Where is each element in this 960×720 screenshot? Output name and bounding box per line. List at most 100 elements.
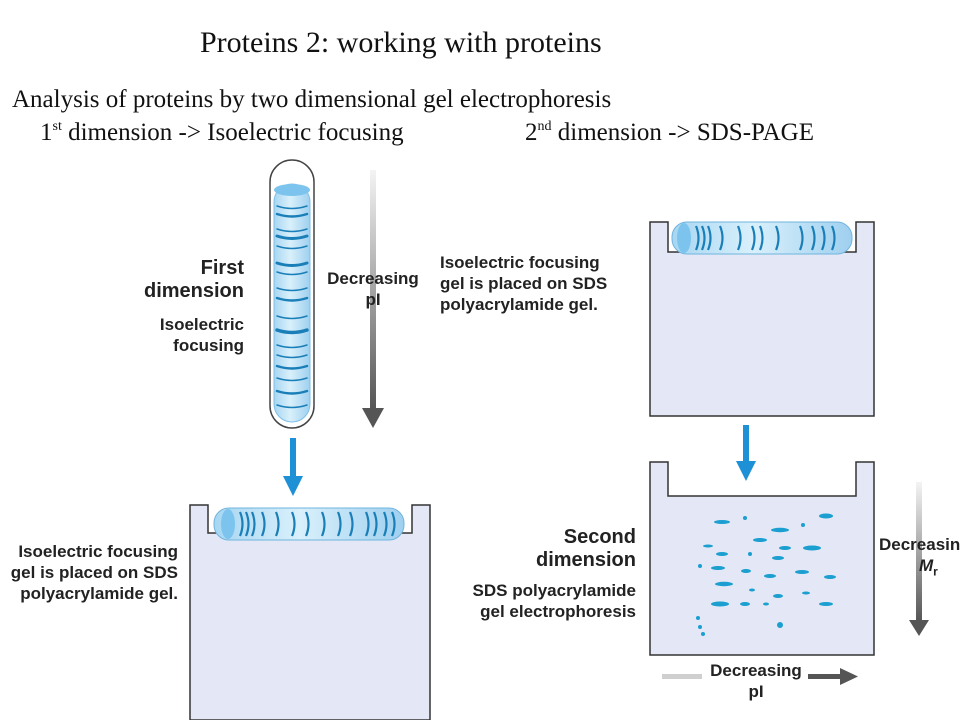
tube-band <box>276 287 308 292</box>
protein-spot <box>748 552 752 556</box>
protein-spot <box>701 632 705 636</box>
sds-electrophoresis-label: SDS polyacrylamide gel electrophoresis <box>430 580 636 622</box>
first-ordinal-suffix: st <box>52 119 62 134</box>
strip-band <box>372 511 378 537</box>
tube-band <box>276 344 308 349</box>
strip-band <box>364 511 370 537</box>
protein-spot <box>819 602 833 606</box>
strip-band <box>320 511 326 537</box>
gel-tank-right-bottom <box>649 461 875 656</box>
protein-spot <box>777 622 783 628</box>
strip-band <box>774 225 780 251</box>
strip-bands-left <box>238 511 396 537</box>
strip-band <box>238 511 244 537</box>
protein-spot <box>763 602 769 606</box>
mr-symbol: Mr <box>879 555 960 582</box>
first-ordinal: 1 <box>40 119 53 146</box>
protein-spot <box>740 602 750 606</box>
tube-band <box>276 205 308 210</box>
slide-subtitle: Analysis of proteins by two dimensional … <box>12 86 612 113</box>
isoelectric-focusing-line-1: Isoelectric <box>159 315 244 334</box>
protein-spot <box>779 546 791 550</box>
tube-band <box>276 377 308 382</box>
protein-spot <box>711 566 725 570</box>
strip-band <box>758 225 764 251</box>
decreasing-pi-horizontal-label: Decreasing pI <box>700 660 812 702</box>
tube-band <box>275 261 309 267</box>
second-dimension-text: dimension -> SDS-PAGE <box>551 119 815 146</box>
decreasing-pi-vertical-arrow <box>362 170 384 428</box>
second-dimension-line: 2nd dimension -> SDS-PAGE <box>525 119 814 147</box>
first-dimension-text: dimension -> Isoelectric focusing <box>61 119 404 146</box>
strip-band <box>798 225 804 251</box>
placed-right-line-1: Isoelectric focusing <box>440 253 600 272</box>
strip-band <box>382 511 388 537</box>
protein-spot <box>802 591 810 595</box>
strip-band <box>390 511 396 537</box>
tube-band <box>276 404 308 409</box>
isoelectric-focusing-line-2: focusing <box>173 336 244 355</box>
blue-down-arrow-right <box>736 425 756 481</box>
strip-band <box>250 511 256 537</box>
gel-tank-left <box>189 504 431 720</box>
decreasing-mr-arrow <box>909 482 929 636</box>
protein-spot <box>795 570 809 574</box>
tube-band <box>276 354 308 359</box>
tube-band <box>275 212 309 218</box>
protein-spot <box>753 538 767 542</box>
protein-spot <box>764 574 776 578</box>
placed-right-line-3: polyacrylamide gel. <box>440 295 598 314</box>
decreasing-mr-label: Decreasing Mr <box>879 534 960 582</box>
placed-right-line-2: gel is placed on SDS <box>440 274 608 293</box>
tube-bands <box>275 205 309 409</box>
protein-spot <box>716 552 728 556</box>
tube-band <box>275 389 309 395</box>
sds-electrophoresis-line-2: gel electrophoresis <box>480 602 636 621</box>
tube-band <box>276 228 308 233</box>
strip-band <box>274 511 280 537</box>
first-dimension-line-1: First <box>200 257 244 279</box>
second-ordinal: 2 <box>525 119 538 146</box>
first-dimension-line: 1st dimension -> Isoelectric focusing <box>40 119 404 147</box>
isoelectric-focusing-label: Isoelectric focusing <box>120 314 244 356</box>
protein-spot <box>698 564 702 568</box>
slide-title: Proteins 2: working with proteins <box>200 26 602 59</box>
strip-band <box>304 511 310 537</box>
first-dimension-label: First dimension <box>120 257 244 303</box>
tube-band <box>276 245 308 250</box>
placed-left-label: Isoelectric focusing gel is placed on SD… <box>0 541 178 604</box>
strip-band <box>718 225 724 251</box>
protein-spot <box>711 601 729 607</box>
protein-spot <box>743 516 747 520</box>
strip-band <box>830 225 836 251</box>
strip-band <box>694 225 700 251</box>
gel-tank-right-top <box>649 221 875 417</box>
protein-spot <box>715 581 733 587</box>
protein-spot <box>703 544 713 548</box>
strip-band <box>348 511 354 537</box>
mr-subscript: r <box>933 564 938 579</box>
strip-band <box>750 225 756 251</box>
tube-band <box>275 364 309 370</box>
decreasing-pi-horizontal-line-2: pI <box>748 682 764 701</box>
decreasing-pi-horizontal-arrow <box>662 668 858 685</box>
tube-band <box>276 315 308 320</box>
first-dimension-line-2: dimension <box>143 280 244 302</box>
strip-band <box>260 511 266 537</box>
second-dimension-label: Second dimension <box>480 526 636 572</box>
strip-band <box>290 511 296 537</box>
tube-band <box>276 271 308 276</box>
strip-band <box>336 511 342 537</box>
placed-left-line-2: gel is placed on SDS <box>10 563 178 582</box>
strip-band <box>700 225 706 251</box>
protein-spot <box>824 575 836 579</box>
strip-band <box>736 225 742 251</box>
ief-tube <box>269 159 315 429</box>
protein-spot <box>698 625 702 629</box>
protein-spot <box>714 520 730 524</box>
protein-spot <box>801 523 805 527</box>
sds-electrophoresis-line-1: SDS polyacrylamide <box>472 581 636 600</box>
tube-band <box>275 234 309 240</box>
decreasing-pi-vertical-line-2: pI <box>365 290 381 309</box>
